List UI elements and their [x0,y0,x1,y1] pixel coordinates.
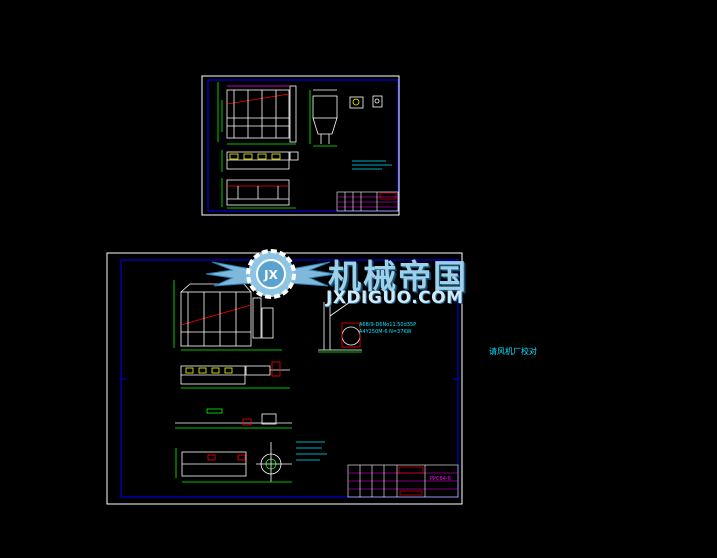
watermark-logo: JX [205,249,337,299]
side-note-text: 请风机厂校对 [489,347,537,356]
top-side-view [309,89,338,147]
top-section-view [221,178,296,209]
top-plan-view [221,150,299,172]
bottom-title-block [347,464,459,498]
bottom-foundation-view [175,442,292,483]
top-sheet [201,75,400,216]
bottom-notes [296,441,327,461]
top-title-block [336,191,399,212]
logo-letters: JX [263,268,278,282]
watermark-chinese-text: 机械帝国 [328,257,468,296]
top-sheet-border [201,75,400,216]
top-notes [352,160,392,170]
top-sheet-inner-frame [207,79,399,212]
motor-spec-line-2: A4Y250M-6 N=37KW [359,329,411,335]
bottom-sheet: A68/9-D6No11.50d35P A4Y250M-6 N=37KW [106,252,463,505]
gear-inner-icon [256,259,286,289]
motor-spec-line-1: A68/9-D6No11.50d35P [359,322,416,328]
bottom-elevation-view [173,280,282,351]
bottom-fan-view [318,301,362,353]
top-detail-views [349,95,383,109]
bottom-plan-view [180,361,290,389]
watermark-domain-text: JXDIGUO.COM [326,288,464,308]
bottom-section-strip [175,408,292,429]
top-elevation-view [217,82,297,145]
title-block-code: PPC64-6 [430,476,451,482]
